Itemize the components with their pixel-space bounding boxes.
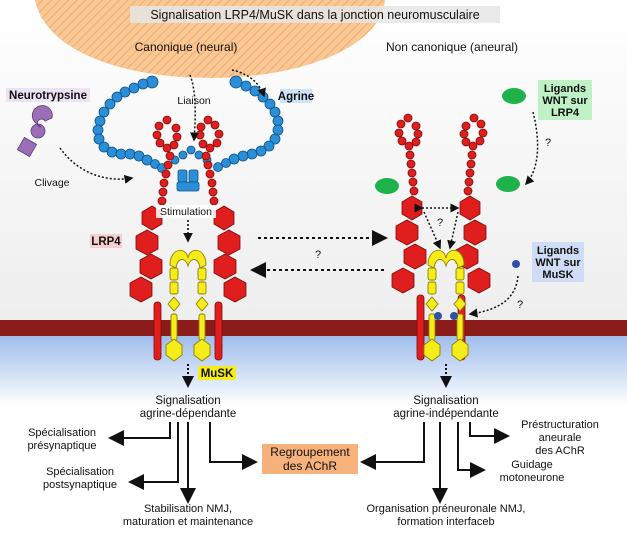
question-lrp4-dimer: ?: [437, 217, 443, 229]
cleavage-arrow: [59, 147, 134, 184]
wnt-musk-label-bg: [532, 242, 584, 282]
question-wnt-lrp4: ?: [545, 137, 551, 149]
guidage-line2: motoneurone: [500, 472, 565, 484]
musk-right: [423, 250, 469, 362]
stimulation-label-bg: [156, 205, 216, 218]
prestructuration-line3: des AChR: [535, 445, 585, 457]
postsyn-line1: Spécialisation: [46, 466, 114, 478]
postsyn-line2: postsynaptique: [43, 479, 117, 491]
heading-noncanonical: Non canonique (aneural): [386, 40, 518, 54]
prestructuration-line2: aneurale: [539, 432, 582, 444]
stabilisation-line1: Stabilisation NMJ,: [144, 503, 232, 515]
wnt-lrp4-label-bg: [538, 80, 592, 120]
neurotrypsin-label: Neurotrypsine: [9, 90, 87, 102]
musk-label: MuSK: [201, 368, 234, 380]
agrin-label: Agrine: [278, 91, 314, 103]
organisation-line1: Organisation préneuronale NMJ,: [367, 503, 526, 515]
left-branch-arrows: [108, 422, 258, 504]
heading-canonical: Canonique (neural): [135, 40, 238, 54]
wnt-musk-ligand-bound-1: [434, 312, 442, 320]
muscle-membrane: [0, 320, 627, 336]
title-band: [130, 6, 500, 23]
left-signal-line1: Signalisation: [155, 395, 220, 407]
wnt-musk-ligand-free: [512, 260, 520, 268]
stabilisation-line2: maturation et maintenance: [123, 516, 253, 528]
wnt-lrp4-label-line1: Ligands: [544, 83, 586, 95]
wnt-musk-label-line1: Ligands: [537, 245, 579, 257]
lrp4-musk-arrow-left: [423, 211, 442, 250]
wnt-lrp4-label-line2: WNT sur: [542, 95, 588, 107]
wnt-lrp4-label-line3: LRP4: [551, 107, 580, 119]
guidage-line1: Guidage: [511, 459, 553, 471]
neurotrypsin-icon: [16, 105, 53, 158]
wnt-musk-ligand-bound-2: [450, 312, 458, 320]
binding-arrow-right: [231, 69, 266, 98]
question-cross: ?: [315, 249, 321, 261]
musk-label-bg: [198, 366, 236, 380]
right-branch-arrows: [360, 422, 510, 504]
wnt-lrp4-ligand-right: [496, 176, 520, 192]
page-title: Signalisation LRP4/MuSK dans la jonction…: [150, 8, 479, 22]
prestructuration-line1: Préstructuration: [521, 419, 599, 431]
musk-left: [165, 250, 211, 362]
achr-cluster-box: [262, 444, 358, 474]
stimulation-label: Stimulation: [160, 206, 212, 218]
wnt-lrp4-ligand-free: [502, 88, 526, 104]
organisation-line2: formation interfaceb: [397, 516, 494, 528]
right-signal-line1: Signalisation: [413, 395, 478, 407]
wnt-lrp4-ligand-left: [375, 178, 399, 194]
lrp4-label-bg: [90, 234, 122, 248]
binding-arrow-down: [189, 74, 200, 142]
neurotrypsin-label-bg: [6, 88, 90, 102]
left-signal-line2: agrine-dépendante: [140, 408, 237, 420]
lrp4-label: LRP4: [91, 236, 121, 248]
lrp4-left: [129, 115, 247, 361]
question-wnt-musk: ?: [517, 299, 523, 311]
achr-cluster-line2: des AChR: [283, 459, 337, 473]
wnt-musk-label-line2: WNT sur: [535, 257, 581, 269]
wnt-lrp4-arrow: [525, 111, 539, 186]
right-signal-line2: agrine-indépendante: [393, 408, 499, 420]
lrp4-right: [391, 113, 491, 361]
cleavage-label: Clivage: [34, 177, 69, 189]
binding-label: Liaison: [177, 95, 210, 107]
wnt-musk-label-line3: MuSK: [542, 269, 573, 281]
presyn-line2: présynaptique: [27, 440, 96, 452]
agrin-label-bg: [280, 89, 312, 103]
wnt-musk-arrow: [468, 275, 519, 318]
presyn-line1: Spécialisation: [28, 427, 96, 439]
achr-cluster-line1: Regroupement: [270, 445, 350, 459]
cytoplasm-region: [0, 336, 627, 406]
